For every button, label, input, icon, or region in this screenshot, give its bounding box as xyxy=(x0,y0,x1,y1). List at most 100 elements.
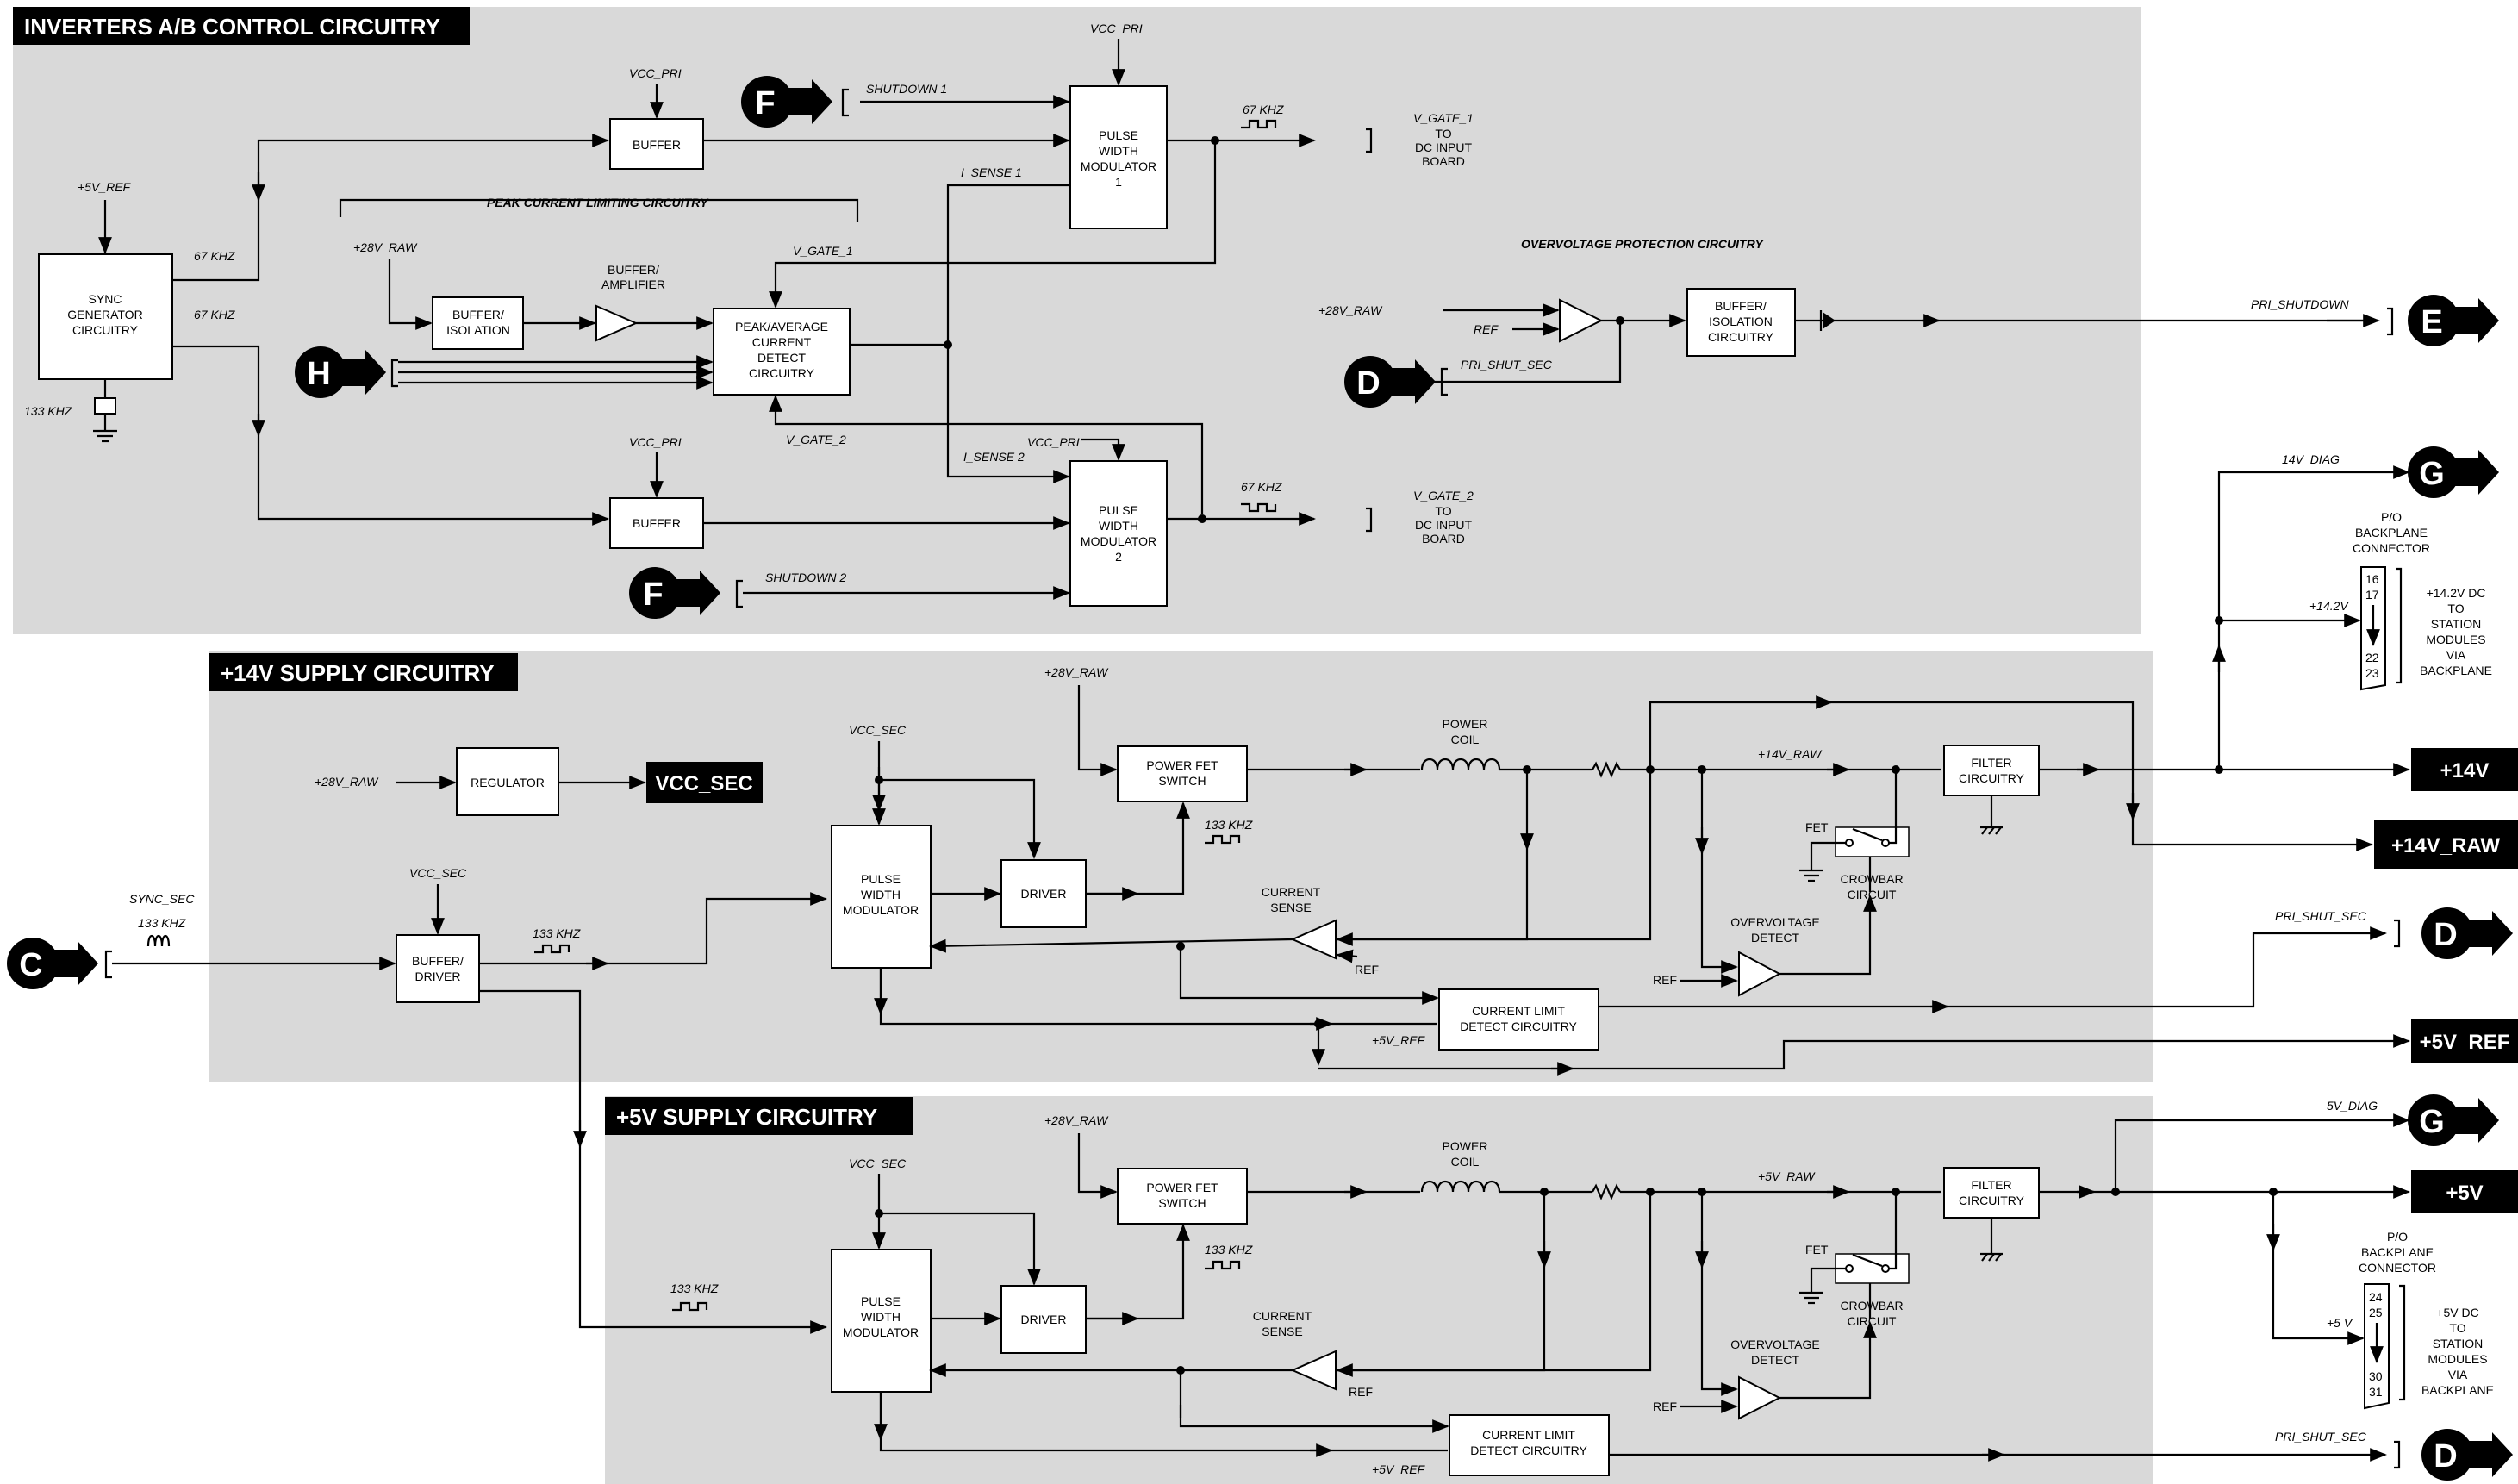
to14-l6: BACKPLANE xyxy=(2420,664,2492,677)
diode-icon xyxy=(1823,312,1836,329)
peak-l2: CURRENT xyxy=(752,335,812,349)
v14-out-label: +14V xyxy=(2440,759,2490,783)
peak-l4: CIRCUITRY xyxy=(749,366,815,380)
fet14-28v: +28V_RAW xyxy=(1044,665,1109,679)
pwm1-l3: MODULATOR xyxy=(1081,159,1156,173)
sync-ref-label: +5V_REF xyxy=(78,180,132,194)
sense-resistor-5 xyxy=(1592,1183,1621,1200)
current-sense-5 xyxy=(1290,1350,1337,1391)
ovp-buffer-block xyxy=(1686,288,1796,357)
pwm2-l2: WIDTH xyxy=(1099,519,1138,533)
buffer-bot-vcc: VCC_PRI xyxy=(629,435,682,449)
inverters-title-bg xyxy=(13,7,470,45)
coil14-l2: COIL xyxy=(1451,733,1480,746)
fet5-133khz: 133 KHZ xyxy=(1205,1243,1253,1256)
connector-e xyxy=(2408,295,2459,346)
connector-c-label: C xyxy=(19,947,42,983)
pfs14-l2: SWITCH xyxy=(1158,774,1206,788)
sync-label-3: CIRCUITRY xyxy=(72,323,139,337)
pwm1-l1: PULSE xyxy=(1099,128,1138,142)
driver14-label: DRIVER xyxy=(1021,887,1067,901)
ovp-buf-l1: BUFFER/ xyxy=(1715,299,1767,313)
crowbar5-l2: CIRCUIT xyxy=(1848,1314,1897,1328)
cs14-l2: SENSE xyxy=(1270,901,1311,914)
peak-header: PEAK CURRENT LIMITING CIRCUITRY xyxy=(487,196,709,209)
pwm1-block xyxy=(1069,85,1168,229)
ovp-buf-l2: ISOLATION xyxy=(1709,315,1773,328)
fet14-133khz: 133 KHZ xyxy=(1205,818,1253,832)
pwm5-in-khz: 133 KHZ xyxy=(670,1281,719,1295)
dc1-board: BOARD xyxy=(1422,154,1465,168)
connector-d-ovp-label: D xyxy=(1356,365,1380,402)
cs14-l1: CURRENT xyxy=(1262,885,1321,899)
v5raw-label: +5V_RAW xyxy=(1758,1169,1816,1183)
bufiso-l2: ISOLATION xyxy=(446,323,510,337)
pin30: 30 xyxy=(2369,1369,2383,1383)
shutdown2-label: SHUTDOWN 2 xyxy=(765,571,846,584)
peak-l1: PEAK/AVERAGE xyxy=(735,320,828,334)
bufamp-l2: AMPLIFIER xyxy=(601,277,665,291)
connector-g-14-label: G xyxy=(2419,456,2445,492)
cs14-ref: REF xyxy=(1355,963,1379,976)
supply5-title: +5V SUPPLY CIRCUITRY xyxy=(616,1104,877,1130)
to5-l2: TO xyxy=(2449,1321,2465,1335)
peak-28v: +28V_RAW xyxy=(353,240,418,254)
buffer-top-label: BUFFER xyxy=(633,138,681,152)
coil14-l1: POWER xyxy=(1443,717,1488,731)
connector-d-5 xyxy=(2421,1429,2473,1481)
pwm2-l4: 2 xyxy=(1115,550,1122,564)
filter5-l2: CIRCUITRY xyxy=(1959,1194,2025,1207)
v5-out-label: +5V xyxy=(2446,1182,2483,1205)
pwm1-l4: 1 xyxy=(1115,175,1122,189)
v5-ref-out-label: +5V_REF xyxy=(2420,1031,2510,1054)
bp14-l2: BACKPLANE xyxy=(2355,526,2428,539)
connector-d-14-label: D xyxy=(2434,917,2457,953)
pin24: 24 xyxy=(2369,1290,2383,1304)
ovp-buf-l3: CIRCUITRY xyxy=(1708,330,1774,344)
v14-raw-output xyxy=(2374,820,2518,869)
bp5-l1: P/O xyxy=(2387,1230,2408,1244)
v5-label: +5 V xyxy=(2327,1316,2353,1330)
bufdrv-133khz: 133 KHZ xyxy=(533,926,581,940)
connector-d-ovp xyxy=(1344,356,1396,408)
regulator-block xyxy=(456,747,559,816)
dc2-dc: DC INPUT xyxy=(1415,518,1473,532)
cs5-l2: SENSE xyxy=(1262,1325,1302,1338)
crystal-icon xyxy=(94,397,116,415)
sync-generator-block xyxy=(38,253,173,380)
pin16: 16 xyxy=(2365,572,2379,586)
supply14-title: +14V SUPPLY CIRCUITRY xyxy=(221,660,495,686)
pin31: 31 xyxy=(2369,1385,2383,1399)
ovd5-l2: DETECT xyxy=(1751,1353,1799,1367)
power-coil-14 xyxy=(1420,758,1501,770)
pwm5-l1: PULSE xyxy=(861,1294,901,1308)
pri-shutdown-label: PRI_SHUTDOWN xyxy=(2251,297,2349,311)
buffer-amplifier-triangle xyxy=(595,304,639,342)
cl5-l2: DETECT CIRCUITRY xyxy=(1470,1443,1587,1457)
bufdrv-l2: DRIVER xyxy=(415,970,461,983)
to14-l5: VIA xyxy=(2446,648,2466,662)
connector-d-14 xyxy=(2421,907,2473,959)
isense2-label: I_SENSE 2 xyxy=(963,450,1025,464)
to5-l6: BACKPLANE xyxy=(2421,1383,2494,1397)
to14-l4: MODULES xyxy=(2426,633,2485,646)
bp14-l3: CONNECTOR xyxy=(2353,541,2430,555)
reg-28v: +28V_RAW xyxy=(315,775,379,789)
pfs5-l1: POWER FET xyxy=(1146,1181,1218,1194)
connector-g-5 xyxy=(2408,1094,2459,1146)
pin23: 23 xyxy=(2365,666,2379,680)
dc1-dc: DC INPUT xyxy=(1415,140,1473,154)
pwm2-l3: MODULATOR xyxy=(1081,534,1156,548)
pwm14-vcc: VCC_SEC xyxy=(849,723,907,737)
to5-l1: +5V DC xyxy=(2436,1306,2478,1319)
pwm2-block xyxy=(1069,460,1168,607)
cl14-5vref: +5V_REF xyxy=(1372,1033,1426,1047)
sync-label-1: SYNC xyxy=(89,292,122,306)
buffer-bot-label: BUFFER xyxy=(633,516,681,530)
crowbar14-l2: CIRCUIT xyxy=(1848,888,1897,901)
fet14-label: FET xyxy=(1805,820,1829,834)
bp5-l2: BACKPLANE xyxy=(2361,1245,2434,1259)
filter-14 xyxy=(1943,745,2040,796)
pri-shut-sec-14: PRI_SHUT_SEC xyxy=(2275,909,2367,923)
